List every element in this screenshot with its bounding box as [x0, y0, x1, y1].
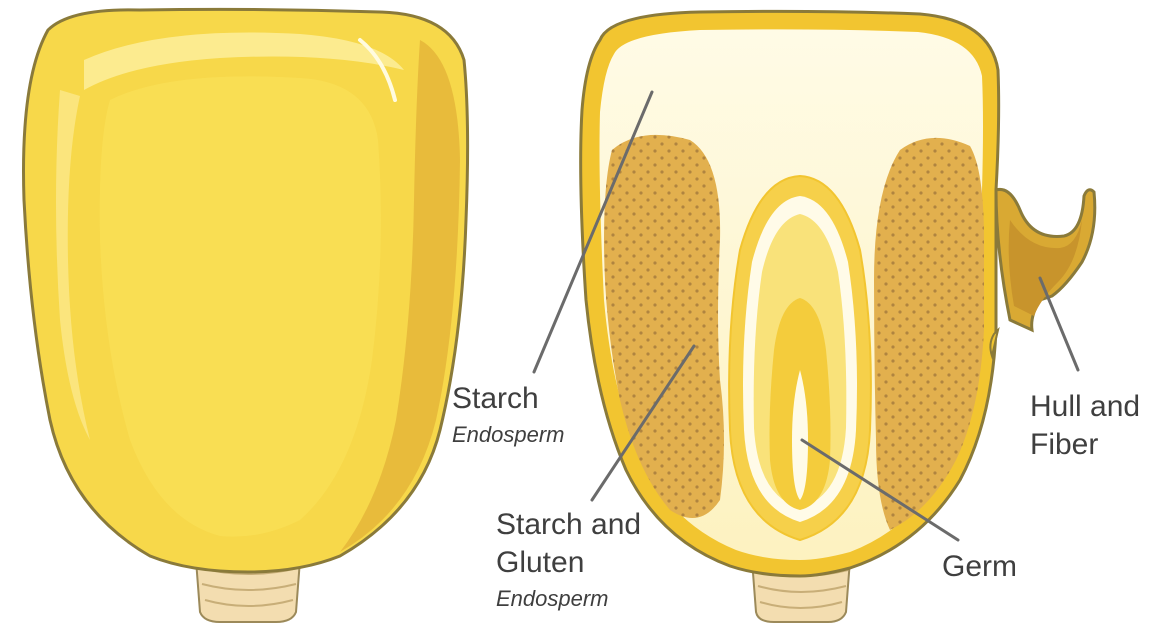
starch-gluten-label-line2: Gluten: [496, 546, 584, 579]
starch-gluten-sublabel: Endosperm: [496, 586, 609, 611]
germ-label: Germ: [942, 550, 1017, 583]
starch-sublabel: Endosperm: [452, 422, 565, 447]
hull-flap: [990, 189, 1094, 356]
gluten-endosperm-right: [874, 138, 984, 530]
hull-fiber-label-line1: Hull and: [1030, 390, 1140, 423]
hull-fiber-label-line2: Fiber: [1030, 428, 1098, 461]
cross-section-kernel: [581, 11, 1095, 622]
whole-kernel: [24, 9, 468, 622]
germ: [729, 176, 871, 540]
starch-label: Starch: [452, 382, 539, 415]
starch-gluten-label-line1: Starch and: [496, 508, 641, 541]
